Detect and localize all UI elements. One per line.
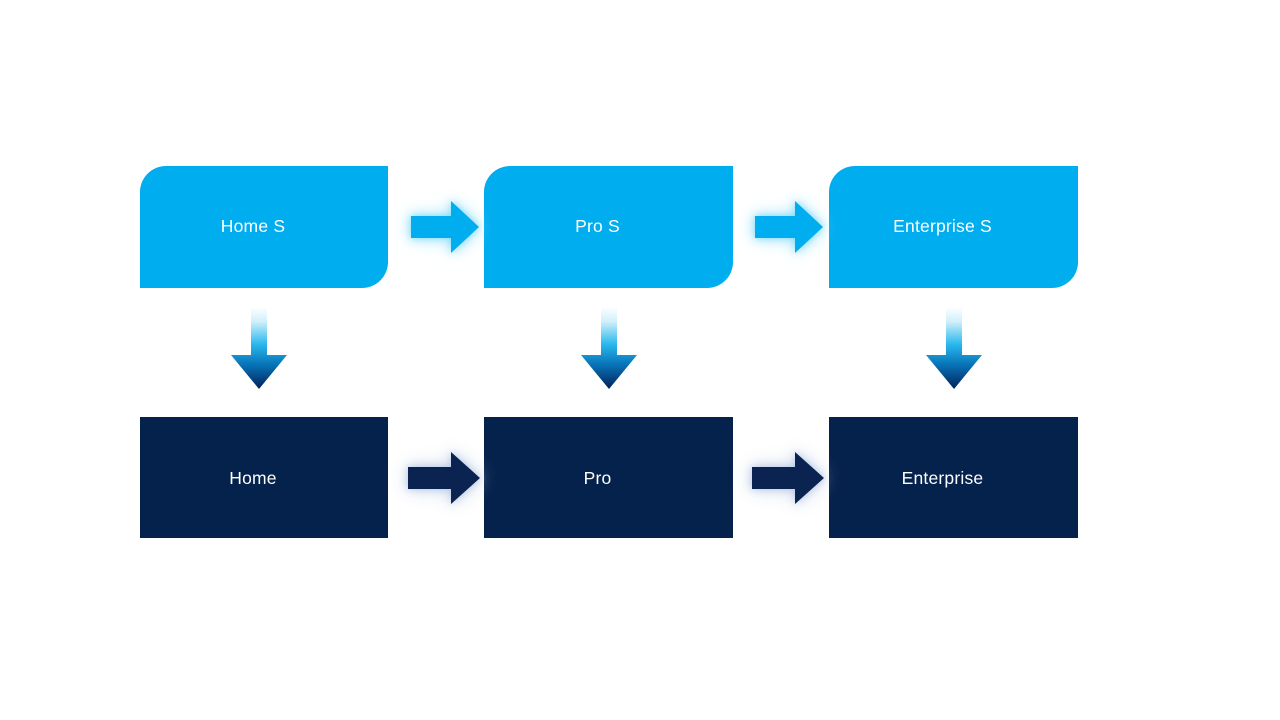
- node-enterprise[interactable]: Enterprise: [829, 417, 1078, 538]
- node-home-s-label: Home S: [220, 216, 286, 236]
- node-home[interactable]: Home: [140, 417, 388, 538]
- node-enterprise-s-label: Enterprise S: [893, 216, 992, 236]
- arrow-down-icon-home-s-to-home: [231, 307, 287, 389]
- node-pro[interactable]: Pro: [484, 417, 733, 538]
- node-home-label: Home: [229, 468, 277, 488]
- arrow-right-icon-home-s-to-pro-s: [411, 201, 479, 253]
- node-pro-label: Pro: [583, 468, 612, 488]
- node-home-s[interactable]: Home S: [140, 166, 388, 288]
- arrow-down-icon-enterprise-s-to-enterprise: [926, 307, 982, 389]
- arrow-right-icon-pro-s-to-enterprise-s: [755, 201, 823, 253]
- node-enterprise-s[interactable]: Enterprise S: [829, 166, 1078, 288]
- node-pro-s[interactable]: Pro S: [484, 166, 733, 288]
- arrow-right-icon-home-to-pro: [408, 452, 480, 504]
- arrow-down-icon-pro-s-to-pro: [581, 307, 637, 389]
- node-pro-s-label: Pro S: [575, 216, 620, 236]
- arrow-right-icon-pro-to-enterprise: [752, 452, 824, 504]
- node-enterprise-label: Enterprise: [901, 468, 984, 488]
